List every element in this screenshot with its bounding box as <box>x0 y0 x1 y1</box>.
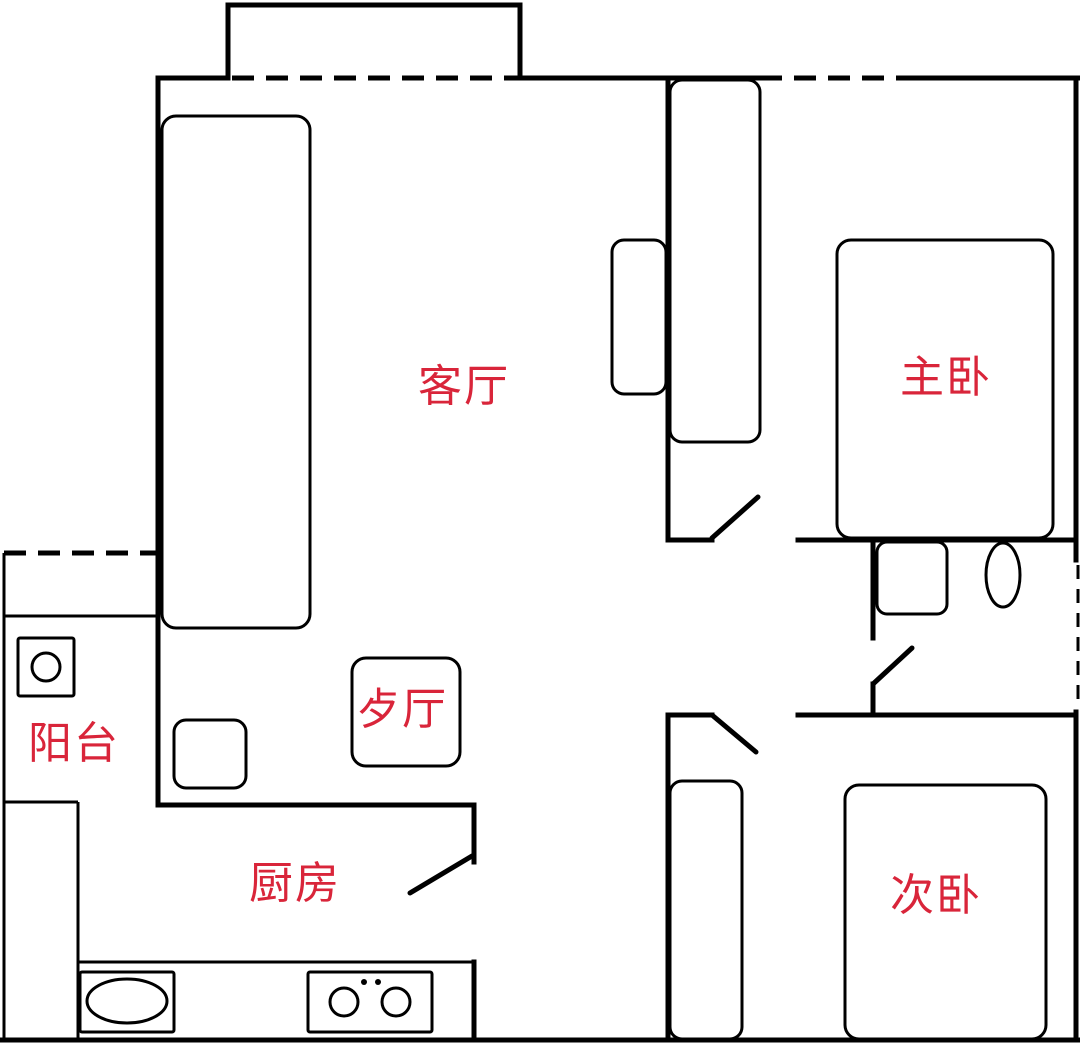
stove-burner-left-furniture <box>328 986 360 1018</box>
master-bedroom-label: 主卧 <box>900 352 992 403</box>
toilet-furniture <box>875 540 949 616</box>
master-door <box>709 494 761 541</box>
second-bedroom-label: 次卧 <box>890 870 982 921</box>
second-bedroom-door <box>709 712 759 755</box>
second-wardrobe-furniture <box>668 779 744 1041</box>
tv-cabinet-furniture <box>610 238 668 396</box>
wardrobe-furniture <box>668 78 762 444</box>
dining-table-furniture <box>350 656 462 768</box>
second-bed-furniture <box>843 783 1048 1041</box>
washbasin-furniture <box>984 541 1022 609</box>
dining-room-label: 歺厅 <box>356 684 448 735</box>
living-room-label: 客厅 <box>418 361 510 412</box>
kitchen-label: 厨房 <box>249 858 341 909</box>
master-bed-furniture <box>835 238 1055 540</box>
kitchen-door <box>407 853 475 896</box>
stove-burner-right-furniture <box>380 986 412 1018</box>
washer-drum-furniture <box>30 651 62 683</box>
bath-door <box>870 645 915 687</box>
bay-window-wall <box>225 2 523 81</box>
stove-knob-furniture <box>375 979 381 985</box>
stove-knob-furniture <box>361 979 367 985</box>
balcony-label: 阳台 <box>28 718 120 769</box>
fridge-furniture <box>172 718 248 790</box>
stove-furniture <box>306 970 434 1034</box>
sofa-furniture <box>160 114 312 630</box>
sink-basin-furniture <box>85 977 169 1025</box>
